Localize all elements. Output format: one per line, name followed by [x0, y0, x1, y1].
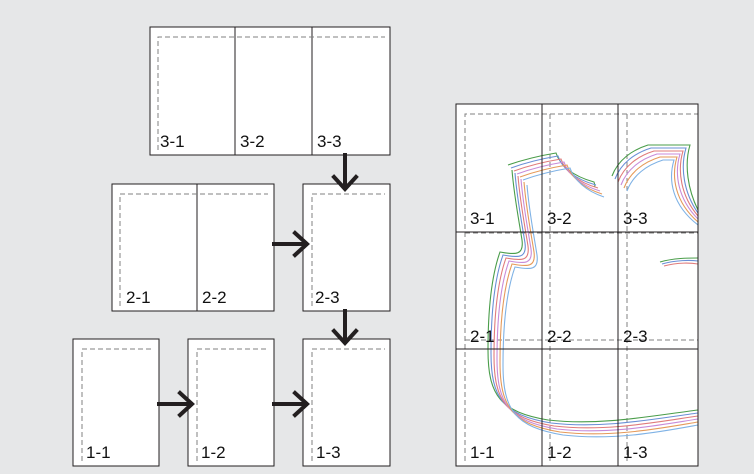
grid-label-2-2: 2-2 — [547, 327, 572, 346]
page-label-1-2: 1-2 — [201, 443, 226, 462]
page-label-3-1: 3-1 — [160, 132, 185, 151]
print-margin-dashed — [311, 193, 385, 306]
grid-label-2-1: 2-1 — [470, 327, 495, 346]
grid-labels: 3-1 3-2 3-3 2-1 2-2 2-3 1-1 1-2 1-3 — [470, 209, 648, 462]
page-3-strip-frame — [149, 26, 391, 156]
page-1-3-frame — [302, 338, 391, 467]
garment-pattern — [487, 144, 698, 438]
grid-label-1-1: 1-1 — [470, 443, 495, 462]
arrow-right-icon — [272, 390, 310, 418]
page-label-1-1: 1-1 — [86, 443, 111, 462]
page-label-3-3: 3-3 — [317, 132, 342, 151]
grid-label-1-2: 1-2 — [547, 443, 572, 462]
grid-label-2-3: 2-3 — [623, 327, 648, 346]
row-2: 2-1 2-2 2-3 — [111, 183, 391, 312]
row-1: 1-1 1-2 1-3 — [72, 338, 391, 467]
grid-label-3-3: 3-3 — [623, 209, 648, 228]
arrow-right-icon — [272, 230, 310, 258]
print-margin-dashed — [311, 348, 385, 461]
page-label-1-3: 1-3 — [316, 443, 341, 462]
page-label-3-2: 3-2 — [240, 132, 265, 151]
assembled-page-grid: 3-1 3-2 3-3 2-1 2-2 2-3 1-1 1-2 1-3 — [455, 103, 699, 467]
arrow-down-icon — [331, 153, 359, 192]
grid-label-3-2: 3-2 — [547, 209, 572, 228]
grid-label-3-1: 3-1 — [470, 209, 495, 228]
arrow-right-icon — [157, 390, 195, 418]
grid-cell-borders — [455, 103, 699, 467]
page-2-strip-frame — [111, 183, 275, 312]
page-label-2-3: 2-3 — [315, 288, 340, 307]
page-label-2-2: 2-2 — [202, 288, 227, 307]
grid-sheet — [455, 103, 699, 467]
page-label-2-1: 2-1 — [126, 288, 151, 307]
row-3-strip: 3-1 3-2 3-3 — [149, 26, 391, 156]
grid-label-1-3: 1-3 — [623, 443, 648, 462]
print-margin-dashed — [157, 36, 385, 150]
print-margin-dashed — [81, 348, 154, 461]
arrow-down-icon — [331, 309, 359, 346]
page-1-1-frame — [72, 338, 160, 467]
print-margin-dashed — [119, 193, 268, 306]
flow-arrows — [157, 153, 359, 418]
print-margin-dashed — [196, 348, 269, 461]
